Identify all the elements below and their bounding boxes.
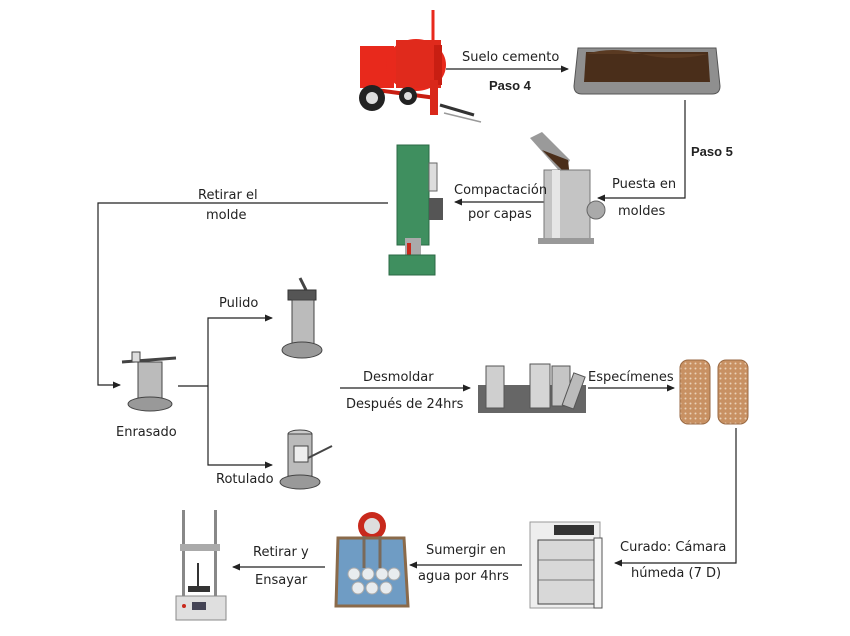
testing-press-illustration — [175, 510, 227, 621]
label-enrasado: Enrasado — [116, 425, 177, 440]
arrow-tray-to-mold — [597, 100, 686, 202]
label-puesta-en-moldes-line1: Puesta en — [612, 177, 677, 192]
arrow-to-curado — [614, 428, 737, 567]
soil-tray-illustration — [573, 47, 721, 95]
arrow-to-rotulado — [207, 386, 273, 469]
label-pulido: Pulido — [219, 296, 259, 311]
polished-mold-illustration — [281, 277, 323, 359]
water-immersion-illustration — [334, 512, 410, 608]
label-compactacion-line1: Compactación — [454, 183, 548, 198]
label-puesta-en-moldes-line2: moldes — [618, 204, 666, 219]
humid-chamber-illustration — [529, 521, 603, 609]
label-curado-line1: Curado: Cámara — [620, 540, 727, 555]
concrete-mixer-illustration — [359, 10, 482, 123]
arrow-compaction-to-enrasado — [97, 202, 388, 389]
label-despues-24hrs: Después de 24hrs — [346, 397, 464, 412]
label-curado-line2: húmeda (7 D) — [631, 566, 722, 581]
compaction-machine-illustration — [388, 144, 443, 276]
demolded-molds-illustration — [478, 363, 586, 413]
label-rotulado: Rotulado — [216, 472, 274, 487]
label-compactacion-line2: por capas — [468, 207, 532, 222]
specimens-illustration — [679, 359, 749, 425]
label-desmoldar: Desmoldar — [363, 370, 434, 385]
arrow-to-pulido — [207, 314, 273, 386]
step-label-paso-4: Paso 4 — [489, 78, 531, 93]
label-especimenes: Especímenes — [588, 370, 674, 385]
label-suelo-cemento: Suelo cemento — [462, 50, 560, 65]
labeled-mold-illustration — [279, 429, 333, 490]
strike-off-mold-illustration — [121, 351, 177, 412]
label-sumergir-line1: Sumergir en — [426, 543, 506, 558]
label-retirar-ensayar-line1: Retirar y — [253, 545, 309, 560]
label-retirar-ensayar-line2: Ensayar — [255, 573, 308, 588]
mold-filling-illustration — [530, 132, 606, 244]
label-retirar-molde-line1: Retirar el — [198, 188, 258, 203]
label-retirar-molde-line2: molde — [206, 208, 247, 223]
step-label-paso-5: Paso 5 — [691, 144, 733, 159]
label-sumergir-line2: agua por 4hrs — [418, 569, 509, 584]
